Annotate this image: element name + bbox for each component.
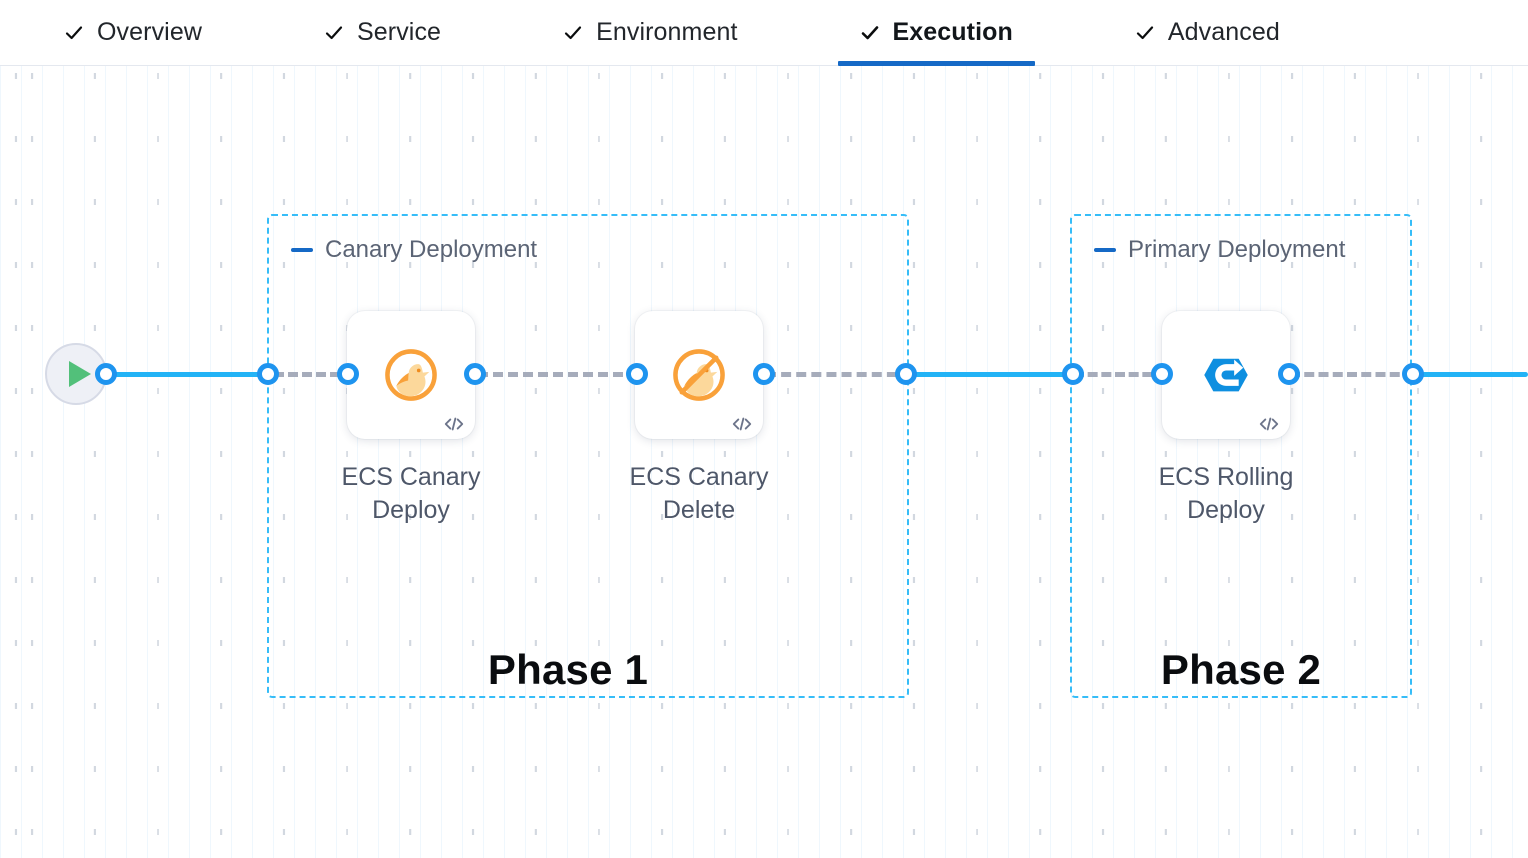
group-canary-deployment[interactable]: Canary Deployment	[267, 214, 909, 698]
port-canary-deploy-out[interactable]	[464, 363, 486, 385]
group-primary-deployment[interactable]: Primary Deployment	[1070, 214, 1412, 698]
code-icon[interactable]	[1258, 415, 1280, 433]
check-icon	[64, 23, 84, 43]
node-ecs-rolling-deploy[interactable]	[1162, 311, 1290, 439]
edge-dashed-3	[766, 372, 912, 377]
check-icon	[563, 23, 583, 43]
port-group1-in[interactable]	[257, 363, 279, 385]
port-rolling-deploy-in[interactable]	[1151, 363, 1173, 385]
tab-execution-label: Execution	[892, 18, 1013, 46]
group-canary-header: Canary Deployment	[291, 238, 537, 262]
tab-execution[interactable]: Execution	[837, 0, 1036, 66]
port-group1-out[interactable]	[895, 363, 917, 385]
port-start-out[interactable]	[95, 363, 117, 385]
code-icon[interactable]	[731, 415, 753, 433]
tab-advanced-label: Advanced	[1167, 18, 1280, 46]
group-primary-title: Primary Deployment	[1128, 236, 1346, 263]
canary-bird-slash-icon	[670, 346, 728, 404]
node-ecs-canary-delete-label: ECS Canary Delete	[629, 463, 769, 525]
group-primary-header: Primary Deployment	[1094, 238, 1345, 262]
node-ecs-canary-delete[interactable]	[635, 311, 763, 439]
tab-overview[interactable]: Overview	[42, 0, 224, 66]
tab-advanced[interactable]: Advanced	[1113, 0, 1302, 66]
minus-icon[interactable]	[291, 248, 313, 252]
pipeline-canvas[interactable]: Canary Deployment Primary Deployment	[0, 66, 1528, 858]
edge-start-to-group1	[84, 372, 274, 377]
port-canary-delete-out[interactable]	[753, 363, 775, 385]
edge-dashed-5	[1290, 372, 1414, 377]
tab-overview-label: Overview	[97, 18, 202, 46]
tab-service[interactable]: Service	[302, 0, 463, 66]
canary-bird-icon	[382, 346, 440, 404]
edge-dashed-1	[274, 372, 354, 377]
rolling-deploy-hex-icon	[1197, 346, 1255, 404]
code-icon[interactable]	[443, 415, 465, 433]
node-ecs-rolling-deploy-label: ECS Rolling Deploy	[1158, 463, 1294, 525]
port-rolling-deploy-out[interactable]	[1278, 363, 1300, 385]
play-icon	[69, 361, 91, 387]
check-icon	[1135, 23, 1155, 43]
node-ecs-canary-deploy[interactable]	[347, 311, 475, 439]
edge-group2-to-next	[1414, 372, 1528, 377]
group-canary-title: Canary Deployment	[325, 236, 538, 263]
check-icon	[324, 23, 344, 43]
port-group2-in[interactable]	[1062, 363, 1084, 385]
port-group2-out[interactable]	[1402, 363, 1424, 385]
port-canary-delete-in[interactable]	[626, 363, 648, 385]
wizard-tab-bar: Overview Service Environment Execution A	[0, 0, 1528, 66]
edge-dashed-2	[478, 372, 638, 377]
phase-1-label: Phase 1	[487, 646, 649, 693]
check-icon	[860, 23, 880, 43]
phase-2-label: Phase 2	[1160, 646, 1322, 693]
node-ecs-canary-deploy-label: ECS Canary Deploy	[341, 463, 481, 525]
tab-environment[interactable]: Environment	[541, 0, 759, 66]
minus-icon[interactable]	[1094, 248, 1116, 252]
edge-group1-to-group2	[908, 372, 1074, 377]
port-canary-deploy-in[interactable]	[337, 363, 359, 385]
tab-environment-label: Environment	[596, 18, 738, 46]
tab-service-label: Service	[357, 18, 442, 46]
edge-dashed-4	[1074, 372, 1166, 377]
